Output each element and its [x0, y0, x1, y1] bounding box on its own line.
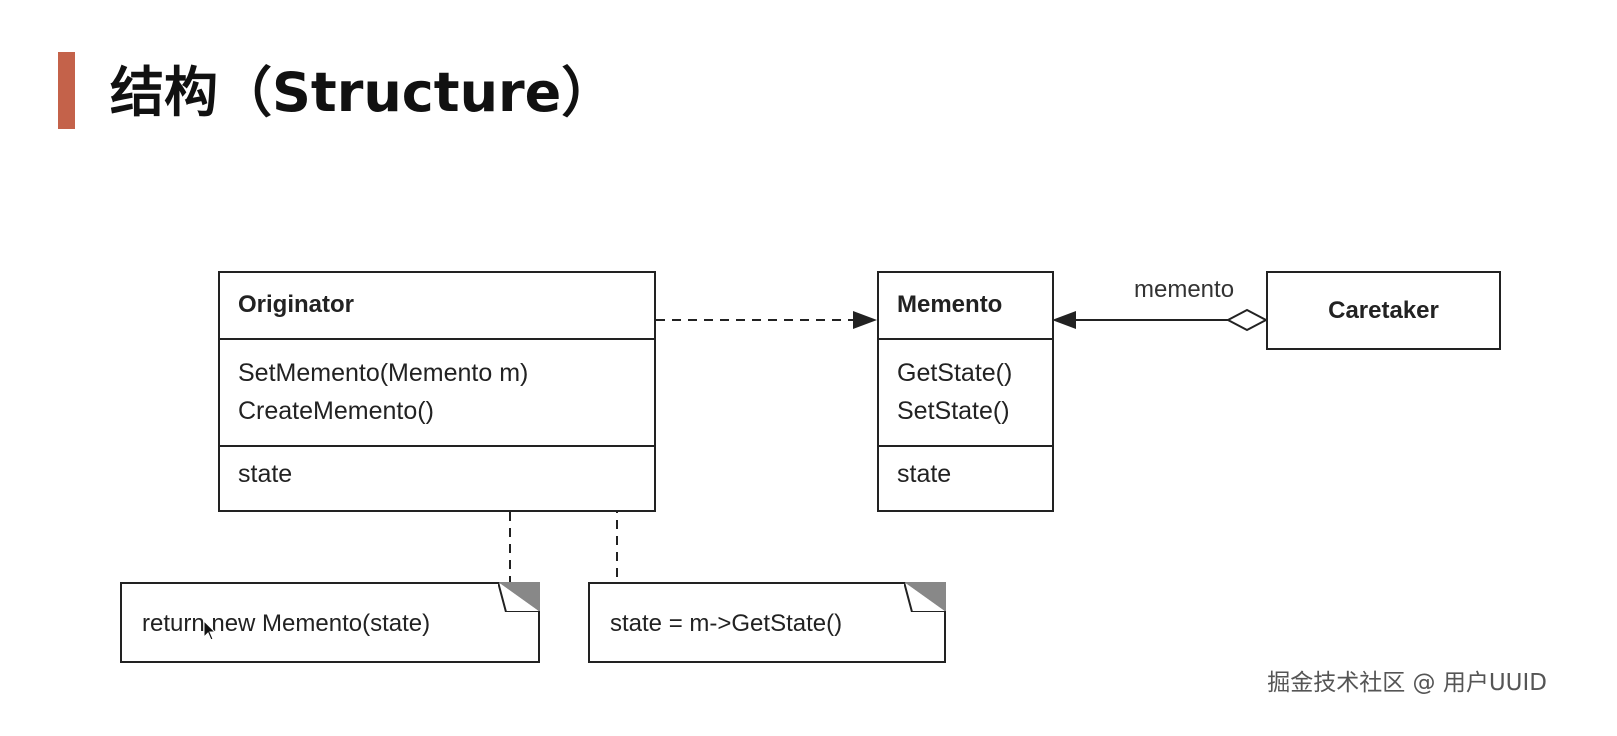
note-folded-corner [904, 582, 946, 612]
originator-operations: SetMemento(Memento m) CreateMemento() [220, 340, 654, 447]
dependency-arrowhead [853, 311, 877, 329]
set-state-operation: SetState() [897, 397, 1010, 425]
originator-name-compartment: Originator [220, 273, 654, 340]
set-memento-note: state = m->GetState() [588, 582, 946, 663]
memento-name-compartment: Memento [879, 273, 1052, 340]
originator-state-attribute: state [238, 460, 293, 488]
set-memento-note-text: state = m->GetState() [610, 610, 843, 637]
create-memento-note: return new Memento(state) [120, 582, 540, 663]
memento-state-attribute: state [897, 460, 952, 488]
caretaker-class-name: Caretaker [1328, 297, 1439, 324]
create-memento-operation: CreateMemento() [238, 397, 434, 425]
caretaker-class: Caretaker [1266, 271, 1501, 350]
originator-class-name: Originator [238, 291, 355, 318]
memento-operations: GetState() SetState() [879, 340, 1052, 447]
note-folded-corner [498, 582, 540, 612]
create-memento-note-text: return new Memento(state) [142, 610, 431, 637]
originator-class: Originator SetMemento(Memento m) CreateM… [218, 271, 656, 512]
association-arrowhead [1052, 311, 1076, 329]
memento-class-name: Memento [897, 291, 1003, 318]
get-state-operation: GetState() [897, 359, 1013, 387]
watermark: 掘金技术社区 @ 用户UUID [1267, 670, 1547, 696]
mouse-cursor-icon [203, 620, 217, 641]
set-memento-operation: SetMemento(Memento m) [238, 359, 529, 387]
memento-role-label: memento [1134, 276, 1235, 303]
memento-attributes: state [879, 447, 1052, 510]
memento-class: Memento GetState() SetState() state [877, 271, 1054, 512]
originator-attributes: state [220, 447, 654, 510]
title-accent-bar [58, 52, 75, 129]
slide-title: 结构（Structure） [110, 61, 616, 124]
aggregation-diamond [1225, 308, 1269, 332]
